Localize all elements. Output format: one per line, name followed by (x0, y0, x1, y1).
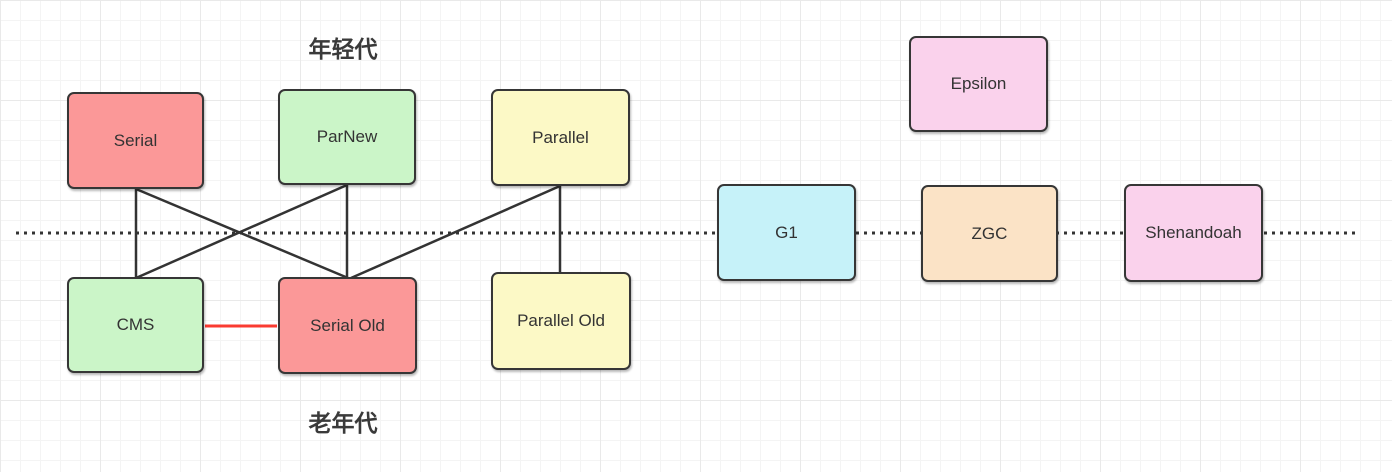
node-shenandoah-label: Shenandoah (1145, 223, 1242, 242)
node-serial[interactable]: Serial (67, 92, 204, 189)
node-serial-old[interactable]: Serial Old (278, 277, 417, 374)
node-zgc[interactable]: ZGC (921, 185, 1058, 282)
node-g1[interactable]: G1 (717, 184, 856, 281)
node-parallel-old-label: Parallel Old (517, 311, 605, 330)
young-generation-label: 年轻代 (308, 36, 378, 62)
node-epsilon-label: Epsilon (950, 74, 1007, 93)
node-parallel-label: Parallel (532, 127, 589, 147)
node-shenandoah[interactable]: Shenandoah (1124, 184, 1263, 282)
node-cms-label: CMS (116, 315, 155, 334)
node-g1-label: G1 (775, 222, 798, 242)
old-generation-label: 老年代 (308, 410, 378, 436)
node-zgc-label: ZGC (971, 223, 1008, 243)
node-parnew-label: ParNew (316, 127, 378, 146)
node-cms[interactable]: CMS (67, 277, 204, 373)
node-serial-old-label: Serial Old (310, 315, 385, 335)
node-epsilon[interactable]: Epsilon (909, 36, 1048, 132)
node-parallel[interactable]: Parallel (491, 89, 630, 186)
node-serial-label: Serial (113, 130, 158, 150)
node-parnew[interactable]: ParNew (278, 89, 416, 185)
node-parallel-old[interactable]: Parallel Old (491, 272, 631, 370)
edge-parallel-serial-old[interactable] (350, 184, 561, 280)
edge-parnew-cms[interactable] (135, 183, 348, 280)
edge-serial-serial-old[interactable] (135, 187, 349, 280)
